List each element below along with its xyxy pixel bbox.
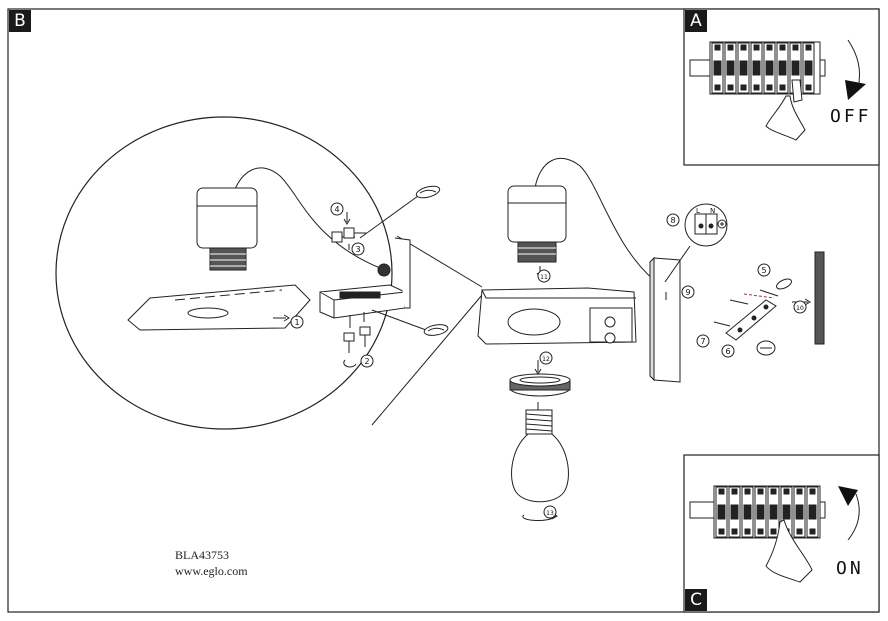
wire-tag-top-icon <box>359 185 441 239</box>
screw-set-bottom-icon <box>343 312 371 353</box>
hand-on-icon <box>765 519 813 583</box>
mounting-plate <box>127 284 311 331</box>
step-number: 12 <box>542 356 550 363</box>
mounting-bracket <box>725 299 777 341</box>
breaker-switch <box>806 486 819 538</box>
breaker-box-off <box>689 41 826 95</box>
breaker-switch <box>754 486 767 538</box>
bracket-detail <box>319 237 411 319</box>
light-bulb <box>511 402 569 503</box>
step-number: 11 <box>540 274 548 281</box>
rotate-off-arrow-icon <box>845 39 866 100</box>
breaker-switch <box>793 486 806 538</box>
breaker-switch <box>763 42 776 94</box>
magnifier-circle <box>55 116 393 430</box>
terminal-block-callout: L N <box>664 203 728 283</box>
step-number: 9 <box>685 288 690 297</box>
website: www.eglo.com <box>175 564 248 578</box>
breaker-switch <box>737 42 750 94</box>
wall-screws-icon <box>713 289 779 327</box>
step-marker-6: 6 <box>721 344 735 358</box>
socket-detail <box>196 167 381 271</box>
step-marker-12: 12 <box>539 351 553 365</box>
wall-plate <box>649 256 681 383</box>
step-number: 13 <box>546 510 554 517</box>
wire-tag-bottom-icon <box>371 309 449 336</box>
off-label: OFF <box>830 106 872 127</box>
hand-off-icon <box>765 79 806 141</box>
wall-mount-detail <box>713 251 825 356</box>
step-number: 3 <box>355 245 360 254</box>
breaker-switch <box>711 42 724 94</box>
rotate-on-arrow-icon <box>838 486 860 541</box>
step-number: 2 <box>364 357 369 366</box>
breaker-switch <box>802 42 815 94</box>
step-marker-9: 9 <box>681 285 695 299</box>
lamp-socket <box>507 185 567 263</box>
step-number: 4 <box>334 205 339 214</box>
motion-arrows <box>273 212 357 368</box>
step-marker-3: 3 <box>351 242 365 256</box>
step-marker-7: 7 <box>696 334 710 348</box>
breaker-switch <box>741 486 754 538</box>
shade-ring <box>509 373 571 397</box>
step-marker-8: 8 <box>666 213 680 227</box>
step-marker-5: 5 <box>757 263 771 277</box>
step-number: 1 <box>294 318 299 327</box>
terminal-label-l: L <box>696 207 700 215</box>
wall-section <box>814 251 825 345</box>
panel-a-breaker-off <box>683 8 880 166</box>
panel-label-a: A <box>685 10 707 32</box>
breaker-switch <box>776 42 789 94</box>
breaker-switch <box>767 486 780 538</box>
step-marker-2: 2 <box>360 354 374 368</box>
lamp-arm <box>477 287 637 345</box>
step-marker-1: 1 <box>290 315 304 329</box>
breaker-switch <box>724 42 737 94</box>
step-marker-13: 13 <box>543 505 557 519</box>
wall-lamp-assembly: L N <box>477 157 728 522</box>
step-number: 10 <box>796 305 804 312</box>
step-marker-10: 10 <box>793 300 807 314</box>
wall-plugs-icon <box>756 278 792 356</box>
breaker-box-on <box>689 485 826 539</box>
step-number: 7 <box>700 337 705 346</box>
on-label: ON <box>836 558 864 579</box>
magnifier-connector <box>371 235 483 426</box>
breaker-switch <box>750 42 763 94</box>
panel-c-breaker-on <box>683 454 880 613</box>
breaker-switch <box>728 486 741 538</box>
panel-label-b: B <box>9 10 31 32</box>
outer-frame <box>7 8 880 613</box>
step-marker-4: 4 <box>330 202 344 216</box>
step-number: 5 <box>761 266 766 275</box>
detail-magnifier <box>55 116 483 430</box>
step-number: 8 <box>670 216 675 225</box>
step-number: 6 <box>725 347 730 356</box>
terminal-label-n: N <box>710 207 715 215</box>
model-number: BLA43753 <box>175 548 229 562</box>
panel-label-c: C <box>685 589 707 611</box>
step-marker-11: 11 <box>537 269 551 283</box>
breaker-switch <box>715 486 728 538</box>
lamp-cord <box>534 157 661 286</box>
screw-set-top-icon <box>331 227 366 243</box>
